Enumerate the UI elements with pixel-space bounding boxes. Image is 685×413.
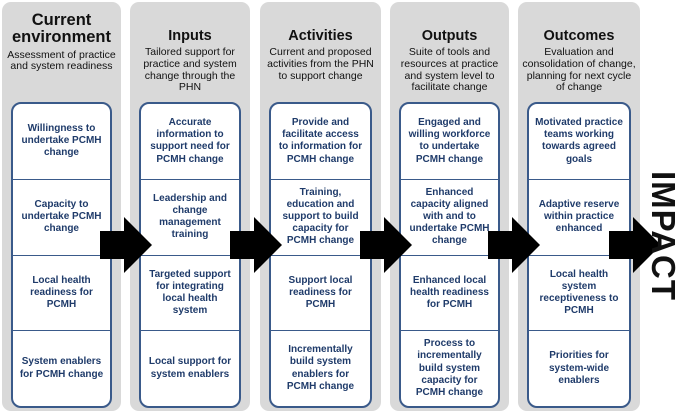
column-subtitle: Suite of tools and resources at practice… bbox=[400, 46, 499, 94]
item-box: Incrementally build system enablers for … bbox=[271, 330, 370, 406]
item-box: Willingness to undertake PCMH change bbox=[21, 123, 102, 159]
item-box: Enhanced local health readiness for PCMH bbox=[401, 254, 498, 331]
item-box: Provide and facilitate access to informa… bbox=[278, 117, 363, 165]
impact-label: IMPACT bbox=[645, 170, 682, 302]
column-title: Current environment bbox=[11, 11, 112, 47]
column-title: Inputs bbox=[168, 28, 212, 44]
column-header: Inputs Tailored support for practice and… bbox=[130, 28, 250, 94]
item-box: Adaptive reserve within practice enhance… bbox=[529, 178, 629, 255]
flow-arrow-4 bbox=[488, 217, 540, 273]
column-subtitle: Evaluation and consolidation of change, … bbox=[522, 46, 636, 94]
item-box: Process to incrementally build system ca… bbox=[401, 330, 498, 406]
item-box: Leadership and change management trainin… bbox=[141, 178, 239, 255]
column-title: Activities bbox=[288, 28, 353, 44]
column-subtitle: Assessment of practice and system readin… bbox=[7, 48, 116, 73]
column-inputs: Inputs Tailored support for practice and… bbox=[130, 2, 250, 411]
column-subtitle: Current and proposed activities from the… bbox=[267, 46, 374, 82]
item-box: Training, education and support to build… bbox=[271, 178, 370, 255]
item-stack: Accurate information to support need for… bbox=[139, 102, 241, 408]
flow-arrow-5 bbox=[609, 217, 661, 273]
column-header: Outputs Suite of tools and resources at … bbox=[390, 28, 509, 94]
column-outputs: Outputs Suite of tools and resources at … bbox=[390, 2, 509, 411]
column-title: Outcomes bbox=[543, 28, 615, 44]
item-box: Priorities for system-wide enablers bbox=[529, 330, 629, 406]
flow-arrow-2 bbox=[230, 217, 282, 273]
flow-arrow-3 bbox=[360, 217, 412, 273]
item-stack: Provide and facilitate access to informa… bbox=[269, 102, 372, 408]
column-header: Outcomes Evaluation and consolidation of… bbox=[518, 28, 640, 94]
column-subtitle: Tailored support for practice and system… bbox=[143, 46, 237, 94]
item-stack: Willingness to undertake PCMH change Cap… bbox=[11, 102, 112, 408]
item-box: Local health readiness for PCMH bbox=[13, 254, 110, 331]
item-box: System enablers for PCMH change bbox=[13, 330, 110, 406]
item-box: Motivated practice teams working towards… bbox=[535, 117, 623, 165]
item-box: Local health system receptiveness to PCM… bbox=[529, 254, 629, 331]
item-box: Enhanced capacity aligned with and to un… bbox=[401, 178, 498, 255]
column-outcomes: Outcomes Evaluation and consolidation of… bbox=[518, 2, 640, 411]
item-box: Local support for system enablers bbox=[141, 330, 239, 406]
item-box: Accurate information to support need for… bbox=[150, 117, 230, 165]
column-current-environment: Current environment Assessment of practi… bbox=[2, 2, 121, 411]
flow-arrow-1 bbox=[100, 217, 152, 273]
column-header: Current environment Assessment of practi… bbox=[2, 11, 121, 73]
column-activities: Activities Current and proposed activiti… bbox=[260, 2, 381, 411]
column-title: Outputs bbox=[421, 28, 478, 44]
item-box: Targeted support for integrating local h… bbox=[141, 254, 239, 331]
item-box: Capacity to undertake PCMH change bbox=[13, 178, 110, 255]
column-header: Activities Current and proposed activiti… bbox=[260, 28, 381, 82]
item-box: Engaged and willing workforce to underta… bbox=[408, 117, 491, 165]
item-box: Support local readiness for PCMH bbox=[271, 254, 370, 331]
item-stack: Engaged and willing workforce to underta… bbox=[399, 102, 500, 408]
